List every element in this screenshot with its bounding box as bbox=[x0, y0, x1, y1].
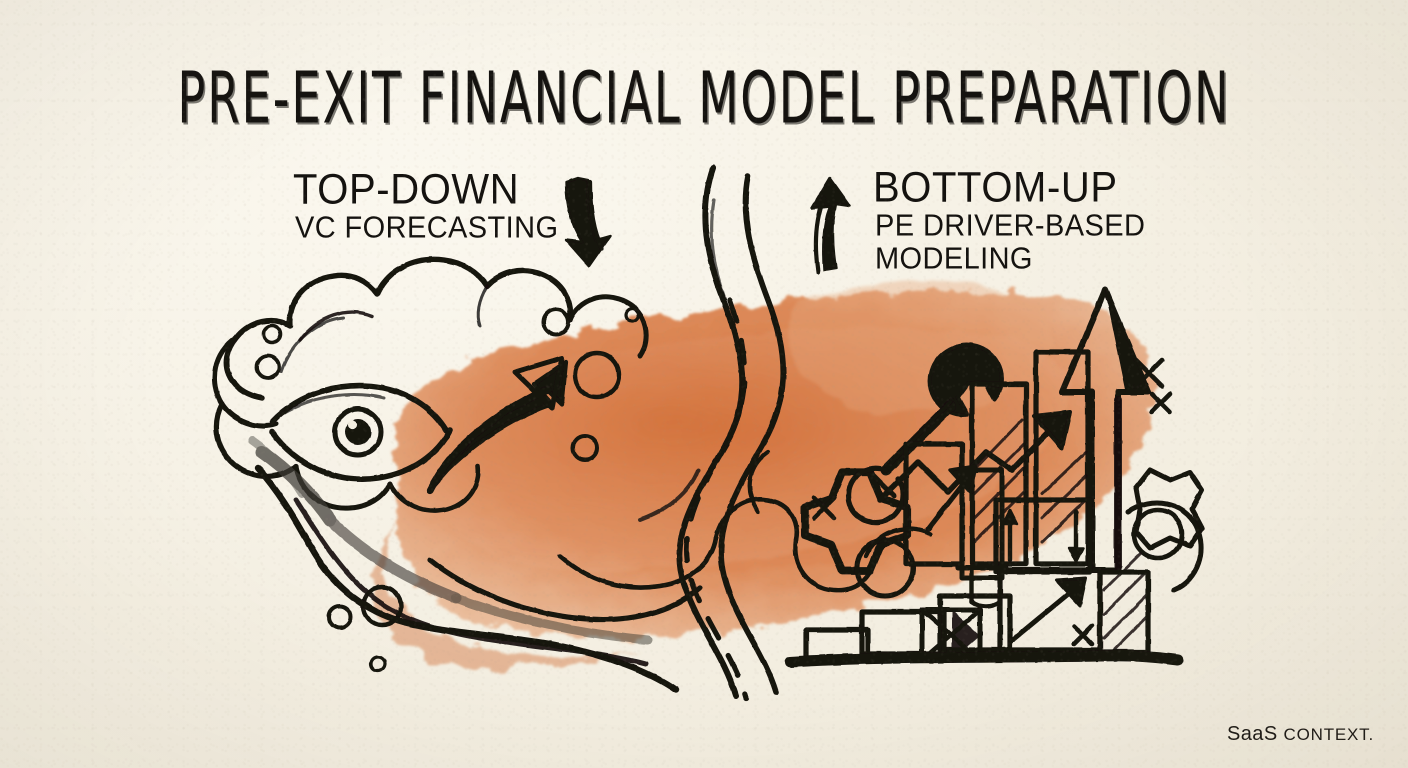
column-icon bbox=[955, 467, 1009, 581]
x-mark bbox=[811, 357, 1173, 647]
box-arrow-icon bbox=[1001, 508, 1085, 564]
arc-stroke bbox=[863, 526, 933, 559]
footer-brand-primary: SaaS bbox=[1227, 723, 1284, 745]
bottom-up-subheading-line2: MODELING bbox=[875, 242, 1033, 276]
footer-brand-secondary: CONTEXT. bbox=[1283, 725, 1374, 744]
top-down-subheading: VC FORECASTING bbox=[295, 211, 559, 245]
road-edge-right bbox=[718, 173, 787, 695]
arrow-up-icon bbox=[810, 176, 852, 275]
footer-brand: SaaS CONTEXT. bbox=[1227, 723, 1374, 746]
cloud-outline bbox=[212, 256, 649, 514]
swoosh-arrow-icon bbox=[426, 355, 569, 494]
ground-line bbox=[784, 650, 1184, 668]
box-arrow-icon bbox=[1007, 576, 1088, 645]
smoke-trail bbox=[254, 449, 877, 694]
bottom-up-heading: BOTTOM-UP bbox=[873, 164, 1118, 212]
big-up-arrow-icon bbox=[1059, 287, 1151, 573]
eye-icon bbox=[269, 382, 453, 482]
bubble bbox=[255, 306, 641, 673]
gear-icon bbox=[1125, 467, 1205, 593]
ink-wash bbox=[248, 436, 653, 645]
top-down-heading: TOP-DOWN bbox=[293, 166, 520, 214]
bottom-up-subheading-line1: PE DRIVER-BASED bbox=[875, 209, 1146, 243]
crate-icon bbox=[919, 607, 983, 663]
road-dashed-centerline bbox=[684, 297, 749, 701]
arrow-down-icon bbox=[564, 176, 612, 268]
page-title: PRE-EXIT FINANCIAL MODEL PREPARATION bbox=[177, 56, 1231, 140]
wrench-icon bbox=[846, 342, 1004, 526]
